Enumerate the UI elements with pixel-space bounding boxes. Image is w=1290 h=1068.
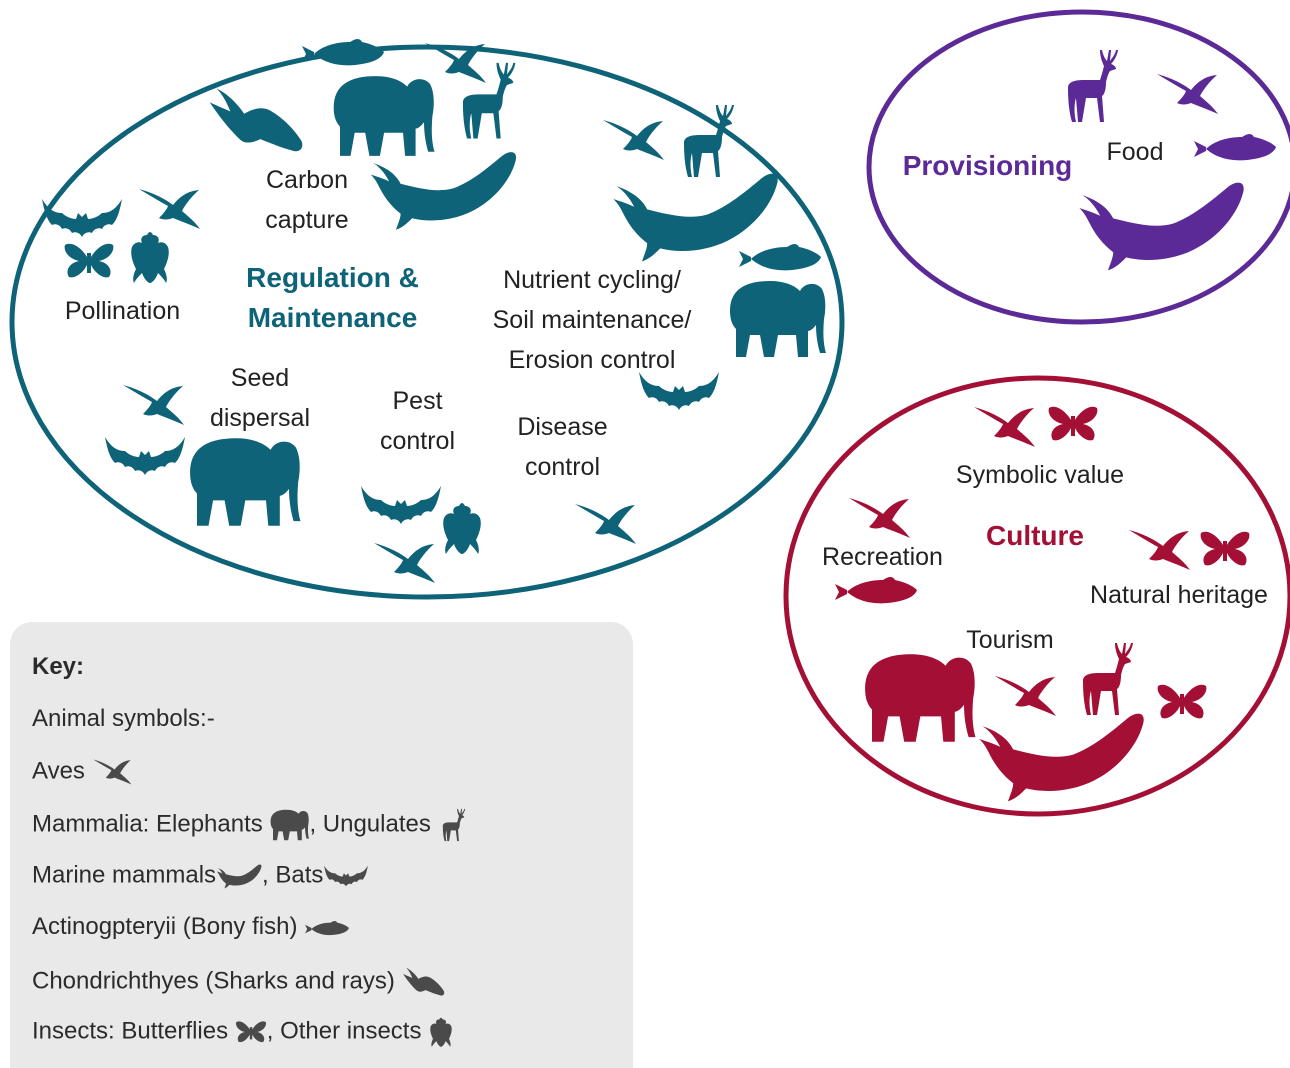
carbon-line1: Carbon bbox=[266, 166, 348, 194]
bird-icon bbox=[374, 543, 435, 583]
key-bats-label: , Bats bbox=[262, 861, 324, 889]
key-fish-label: Actinogpteryii (Bony fish) bbox=[32, 913, 298, 940]
bird-icon bbox=[1157, 74, 1218, 114]
natural-heritage-label: Natural heritage bbox=[1090, 581, 1268, 609]
key-row-aves: Aves bbox=[32, 756, 132, 788]
deer-icon bbox=[1068, 50, 1118, 122]
whale-icon bbox=[216, 864, 262, 889]
pest-control-label: Pest control bbox=[355, 381, 480, 461]
elephant-icon bbox=[333, 76, 435, 156]
bird-icon bbox=[123, 385, 184, 425]
key-sharks-label: Chondrichthyes (Sharks and rays) bbox=[32, 967, 395, 995]
disease-line2: control bbox=[524, 453, 601, 481]
butterfly-icon bbox=[64, 243, 114, 278]
key-ungulates-label: , Ungulates bbox=[309, 810, 431, 838]
butterfly-icon bbox=[1200, 531, 1250, 566]
elephant-icon bbox=[865, 654, 976, 742]
butterfly-icon bbox=[235, 1021, 266, 1043]
deer-icon bbox=[442, 808, 465, 842]
key-insects-label: , Other insects bbox=[266, 1017, 422, 1045]
fly-icon bbox=[430, 1017, 452, 1047]
regulation-title: Regulation & Maintenance bbox=[215, 258, 450, 338]
key-panel: Key: Animal symbols:- Aves Mammalia: Ele… bbox=[10, 622, 633, 1068]
fly-icon bbox=[443, 503, 481, 554]
fish-icon bbox=[739, 244, 821, 271]
bat-icon bbox=[361, 486, 441, 524]
bird-icon bbox=[849, 498, 910, 538]
bird-icon bbox=[139, 189, 200, 229]
elephant-icon bbox=[730, 281, 826, 357]
disease-line1: Disease bbox=[517, 413, 608, 441]
bird-icon bbox=[974, 407, 1035, 447]
bird-icon bbox=[603, 120, 664, 160]
key-row-sharks: Chondrichthyes (Sharks and rays) bbox=[32, 964, 446, 1000]
key-butterflies-label: Insects: Butterflies bbox=[32, 1017, 229, 1045]
carbon-capture-label: Carbon capture bbox=[227, 160, 387, 240]
seed-line1: Seed bbox=[230, 364, 290, 392]
shark-icon bbox=[209, 88, 303, 152]
key-row-marine: Marine mammals , Bats bbox=[32, 860, 369, 892]
whale-icon bbox=[370, 152, 517, 230]
deer-icon bbox=[684, 105, 734, 177]
fish-icon bbox=[305, 920, 350, 935]
provisioning-group bbox=[866, 9, 1290, 325]
provisioning-ellipse bbox=[866, 9, 1290, 325]
fish-icon bbox=[302, 39, 384, 66]
bird-icon bbox=[1129, 530, 1190, 570]
symbolic-value-label: Symbolic value bbox=[955, 461, 1125, 489]
butterfly-icon bbox=[1157, 684, 1207, 719]
nutrient-line1: Nutrient cycling/ bbox=[503, 266, 681, 294]
food-label: Food bbox=[1106, 138, 1164, 166]
recreation-label: Recreation bbox=[822, 543, 943, 571]
carbon-line2: capture bbox=[265, 206, 349, 234]
elephant-icon bbox=[271, 809, 310, 841]
seed-dispersal-label: Seed dispersal bbox=[185, 358, 335, 438]
shark-icon bbox=[402, 967, 444, 996]
bat-icon bbox=[324, 865, 369, 887]
bat-icon bbox=[105, 437, 185, 475]
whale-icon bbox=[613, 173, 778, 262]
disease-control-label: Disease control bbox=[495, 407, 630, 487]
key-row-insects: Insects: Butterflies , Other insects bbox=[32, 1016, 454, 1048]
tourism-label: Tourism bbox=[966, 626, 1054, 654]
fly-icon bbox=[131, 232, 169, 283]
fish-icon bbox=[1194, 134, 1276, 161]
culture-title: Culture bbox=[986, 520, 1084, 551]
seed-line2: dispersal bbox=[209, 404, 311, 432]
deer-icon bbox=[1083, 643, 1133, 715]
fish-icon bbox=[835, 577, 917, 604]
bird-icon bbox=[92, 759, 131, 785]
nutrient-line3: Erosion control bbox=[508, 346, 676, 374]
bird-icon bbox=[575, 504, 636, 544]
key-row-mammalia: Mammalia: Elephants , Ungulates bbox=[32, 808, 470, 842]
key-title: Key: bbox=[32, 653, 85, 680]
pollination-label: Pollination bbox=[64, 297, 181, 325]
nutrient-line2: Soil maintenance/ bbox=[492, 306, 692, 334]
whale-icon bbox=[1079, 182, 1244, 271]
culture-group bbox=[783, 375, 1290, 817]
whale-icon bbox=[979, 713, 1144, 802]
elephant-icon bbox=[190, 438, 301, 526]
butterfly-icon bbox=[1048, 406, 1098, 441]
pest-line1: Pest bbox=[392, 387, 443, 415]
regulation-title-line1: Regulation & bbox=[246, 262, 419, 293]
key-mammalia-label: Mammalia: Elephants bbox=[32, 810, 263, 838]
key-marine-label: Marine mammals bbox=[32, 861, 217, 889]
pest-line2: control bbox=[379, 427, 456, 455]
nutrient-cycling-label: Nutrient cycling/ Soil maintenance/ Eros… bbox=[462, 260, 722, 380]
regulation-group bbox=[9, 39, 845, 600]
regulation-title-line2: Maintenance bbox=[247, 302, 418, 333]
bird-icon bbox=[995, 676, 1056, 716]
key-subtitle: Animal symbols:- bbox=[32, 705, 215, 732]
culture-ellipse bbox=[783, 375, 1290, 817]
provisioning-title: Provisioning bbox=[902, 150, 1073, 181]
regulation-ellipse bbox=[9, 44, 845, 600]
key-row-fish: Actinogpteryii (Bony fish) bbox=[32, 912, 350, 942]
key-aves-label: Aves bbox=[32, 757, 85, 785]
